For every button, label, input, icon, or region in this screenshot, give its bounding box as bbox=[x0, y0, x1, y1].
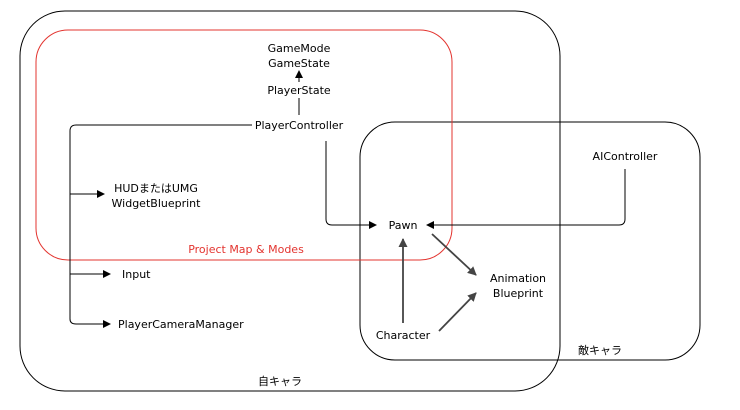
node-aicontroller: AIController bbox=[593, 150, 658, 163]
node-gamemode: GameMode bbox=[268, 42, 331, 55]
group-player-label: 自キャラ bbox=[258, 375, 302, 388]
group-enemy bbox=[359, 121, 701, 361]
node-animation-line2: Blueprint bbox=[493, 287, 544, 300]
node-playercontroller: PlayerController bbox=[255, 119, 344, 132]
edge-character-animation bbox=[438, 292, 477, 332]
node-playerstate: PlayerState bbox=[267, 84, 331, 97]
node-input: Input bbox=[122, 268, 151, 281]
node-hud-line2: WidgetBlueprint bbox=[112, 197, 202, 210]
node-hud: HUDまたはUMG bbox=[114, 182, 198, 195]
group-project-label: Project Map & Modes bbox=[188, 243, 304, 256]
edge-pawn-animation bbox=[431, 233, 477, 276]
edge-aicontroller-pawn bbox=[426, 169, 626, 229]
group-enemy-label: 敵キャラ bbox=[578, 344, 622, 357]
edge-playercontroller-branches bbox=[69, 124, 252, 328]
node-gamestate: GameState bbox=[268, 57, 330, 70]
node-character: Character bbox=[376, 329, 431, 342]
edge-playercontroller-pawn bbox=[325, 141, 377, 229]
node-playercameramanager: PlayerCameraManager bbox=[118, 318, 244, 331]
group-project bbox=[35, 29, 453, 261]
group-player bbox=[19, 10, 561, 392]
node-animation: Animation bbox=[490, 272, 546, 285]
node-pawn: Pawn bbox=[389, 219, 418, 232]
